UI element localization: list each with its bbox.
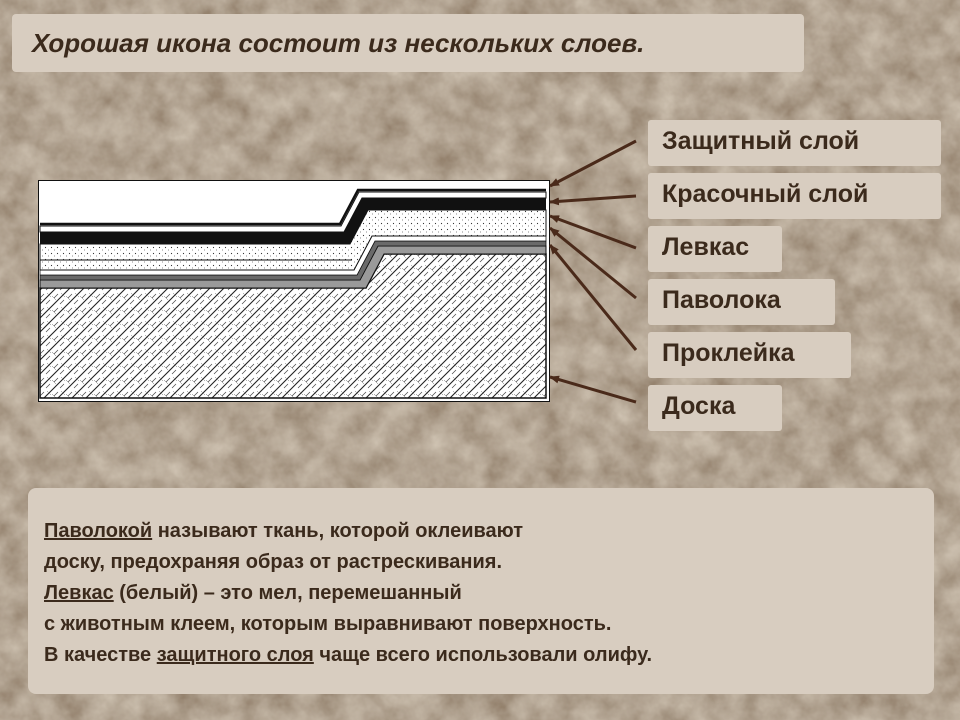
term-pavoloka: Паволокой	[44, 520, 153, 542]
icon-layers-diagram	[38, 180, 550, 402]
arrow-gesso	[549, 214, 637, 250]
label-board: Доска	[648, 385, 782, 431]
label-text: Паволока	[662, 286, 781, 314]
description-line: доску, предохраняя образ от растрескиван…	[44, 551, 503, 573]
page-title: Хорошая икона состоит из нескольких слое…	[32, 28, 645, 58]
label-text: Защитный слой	[662, 127, 860, 155]
protective-layer	[39, 191, 547, 233]
title-panel: Хорошая икона состоит из нескольких слое…	[12, 14, 804, 72]
gesso-layer	[39, 209, 547, 271]
arrow-sizing	[548, 244, 638, 351]
description-line: Левкас (белый) – это мел, перемешанный	[44, 578, 652, 609]
line-text: В качестве	[44, 644, 157, 666]
label-cloth: Паволока	[648, 279, 835, 325]
description-line: Паволокой называют ткань, которой оклеив…	[44, 516, 652, 547]
label-text: Проклейка	[662, 339, 795, 367]
line-text: называют ткань, которой оклеивают	[152, 520, 524, 542]
term-protective-layer: защитного слоя	[156, 644, 314, 666]
arrow-board	[549, 375, 637, 404]
line-text: чаще всего использовали олифу.	[313, 644, 653, 666]
line-text: (белый) – это мел, перемешанный	[113, 582, 462, 604]
label-protective-layer: Защитный слой	[648, 120, 941, 166]
term-levkas: Левкас	[44, 582, 114, 604]
description-panel: Паволокой называют ткань, которой оклеив…	[28, 488, 934, 694]
description-line: с животным клеем, которым выравнивают по…	[44, 613, 612, 635]
label-text: Красочный слой	[662, 180, 869, 208]
arrow-protective-layer	[549, 139, 637, 188]
arrow-paint-layer	[549, 194, 637, 206]
description-line: В качестве защитного слоя чаще всего исп…	[44, 640, 652, 671]
label-sizing: Проклейка	[648, 332, 851, 378]
description-text: Паволокой называют ткань, которой оклеив…	[44, 516, 652, 671]
label-gesso: Левкас	[648, 226, 782, 272]
arrow-cloth	[549, 226, 637, 300]
label-paint-layer: Красочный слой	[648, 173, 941, 219]
label-text: Доска	[662, 392, 736, 420]
label-text: Левкас	[662, 233, 750, 261]
